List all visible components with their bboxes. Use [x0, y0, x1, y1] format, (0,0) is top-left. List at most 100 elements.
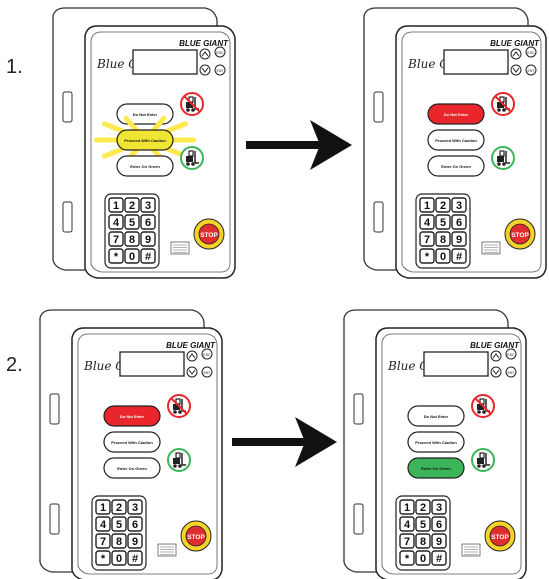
forklift-body: [173, 404, 180, 410]
proceed-with-caution-button: [407, 431, 465, 453]
brand-label: BLUE GIANT: [166, 341, 216, 350]
do-not-enter-label: Do Not Enter: [424, 414, 449, 419]
forklift-wheel: [497, 162, 501, 166]
keypad-key-3: [431, 499, 447, 515]
keypad-key-9: [127, 533, 143, 549]
warning-label-plate: [481, 241, 501, 255]
proceed-with-caution-label: Proceed With Caution: [435, 138, 477, 143]
keypad-key-7: [108, 231, 124, 247]
forklift-body: [173, 458, 180, 464]
proceed-with-caution-label: Proceed With Caution: [415, 440, 457, 445]
keypad-key-label: 1: [113, 200, 119, 212]
warning-label-plate: [170, 241, 190, 255]
down-button: [510, 64, 522, 76]
forklift-cab: [188, 150, 194, 157]
forklift-body: [477, 404, 484, 410]
keypad-key-label: #: [436, 553, 442, 565]
esc-button: [201, 348, 213, 360]
esc-button: [505, 348, 517, 360]
do-not-enter-button: [407, 405, 465, 427]
keypad-key-label: 9: [145, 234, 151, 246]
brand-label: BLUE GIANT: [490, 39, 540, 48]
keypad-key-1: [108, 197, 124, 213]
brand-label: BLUE GIANT: [179, 39, 229, 48]
chevron-up-icon: [188, 353, 196, 359]
hinge-top: [62, 91, 73, 123]
forklift-wheel: [502, 162, 506, 166]
stop-button: [198, 223, 220, 245]
hinge-bottom: [353, 503, 364, 535]
keypad-key-10: [95, 550, 111, 566]
keypad-key-label: *: [425, 251, 430, 263]
lcd-display: [423, 351, 489, 377]
warning-label-plate: [461, 543, 481, 557]
keypad-key-8: [415, 533, 431, 549]
do-not-enter-button: [427, 103, 485, 125]
keypad-key-label: 7: [100, 536, 106, 548]
keypad-key-6: [140, 214, 156, 230]
keypad-key-5: [124, 214, 140, 230]
keypad-key-label: 2: [420, 502, 426, 514]
forklift-wheel: [477, 464, 481, 468]
keypad-key-label: 8: [420, 536, 426, 548]
keypad-key-12: [140, 248, 156, 264]
up-button: [510, 48, 522, 60]
keypad-key-label: 2: [440, 200, 446, 212]
keypad-key-12: [431, 550, 447, 566]
brand-label: BLUE GIANT: [470, 341, 520, 350]
lcd-display: [119, 351, 185, 377]
up-button: [186, 350, 198, 362]
keypad-key-6: [431, 516, 447, 532]
keypad-key-label: 3: [436, 502, 442, 514]
esc-label: ESC: [507, 353, 515, 357]
chevron-down-icon: [188, 369, 196, 375]
keypad-key-label: 6: [436, 519, 442, 531]
forklift-wheel: [191, 162, 195, 166]
keypad-key-label: 7: [113, 234, 119, 246]
keypad-key-label: 1: [424, 200, 430, 212]
enter-button: [201, 366, 213, 378]
forklift-cab: [499, 150, 505, 157]
keypad-key-label: 7: [424, 234, 430, 246]
keypad-key-label: 5: [440, 217, 446, 229]
keypad-key-8: [124, 231, 140, 247]
esc-label: ESC: [216, 51, 224, 55]
chevron-down-icon: [492, 369, 500, 375]
stop-button: [185, 525, 207, 547]
prohibition-slash: [474, 397, 492, 415]
keypad-key-7: [399, 533, 415, 549]
keypad-key-12: [451, 248, 467, 264]
panel-bezel: [90, 31, 231, 273]
do-not-enter-label: Do Not Enter: [133, 112, 158, 117]
forklift-wheel: [191, 108, 195, 112]
panel-bezel: [401, 31, 542, 273]
keypad-key-5: [435, 214, 451, 230]
forklift-wheel: [173, 464, 177, 468]
keypad-key-10: [399, 550, 415, 566]
keypad-key-label: *: [405, 553, 410, 565]
enter-on-green-button: [407, 457, 465, 479]
keypad-key-label: 0: [440, 251, 446, 263]
keypad-key-label: 6: [456, 217, 462, 229]
stop-label: STOP: [491, 534, 509, 541]
forklift-wheel: [482, 410, 486, 414]
enter-on-green-label: Enter On Green: [441, 164, 471, 169]
keypad-key-12: [127, 550, 143, 566]
glow-ray: [150, 115, 167, 134]
forklift-cab: [479, 452, 485, 459]
forklift-wheel: [178, 410, 182, 414]
keypad-key-label: #: [132, 553, 138, 565]
stop-button: [509, 223, 531, 245]
stop-label: STOP: [200, 232, 218, 239]
esc-label: ESC: [203, 353, 211, 357]
forklift-wheel: [186, 162, 190, 166]
forklift-cab: [175, 452, 181, 459]
keypad-key-label: 4: [424, 217, 431, 229]
lcd-display: [132, 49, 198, 75]
keypad-key-label: 9: [132, 536, 138, 548]
stop-label: STOP: [511, 232, 529, 239]
stop-button: [489, 525, 511, 547]
keypad-key-8: [111, 533, 127, 549]
